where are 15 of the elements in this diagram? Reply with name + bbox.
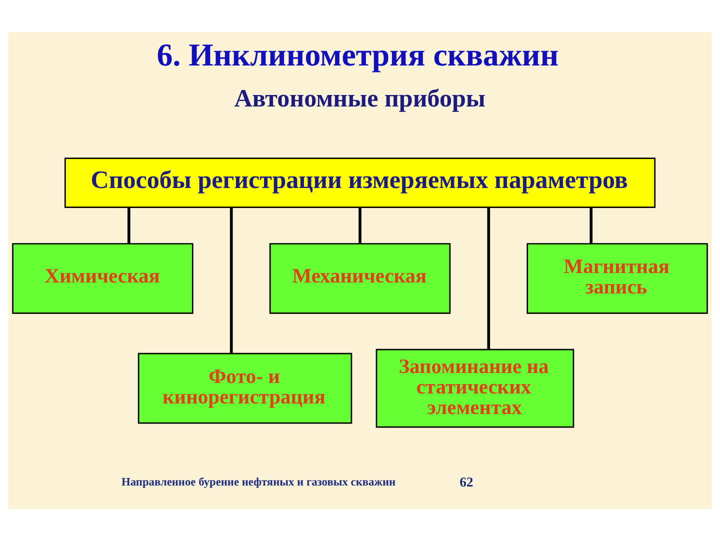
node-box: Фото- и кинорегистрация bbox=[138, 352, 352, 424]
label: 62 bbox=[460, 474, 474, 489]
label: Направленное бурение нефтяных и газовых скважин bbox=[122, 476, 396, 488]
connector bbox=[358, 206, 362, 243]
diagram-title: 6. Инклинометрия скважин bbox=[156, 36, 559, 72]
connector bbox=[127, 206, 130, 243]
label: Автономные приборы bbox=[234, 85, 486, 112]
connector bbox=[230, 207, 233, 353]
connector bbox=[487, 207, 490, 349]
node-box: Способы регистрации измеряемых параметров bbox=[64, 157, 656, 208]
connector bbox=[590, 206, 593, 243]
node-box: Механическая bbox=[269, 242, 451, 314]
node-box: Магнитная запись bbox=[526, 242, 708, 314]
node-box: Химическая bbox=[12, 242, 194, 314]
node-box: Запоминание на статических элементах bbox=[376, 348, 574, 428]
